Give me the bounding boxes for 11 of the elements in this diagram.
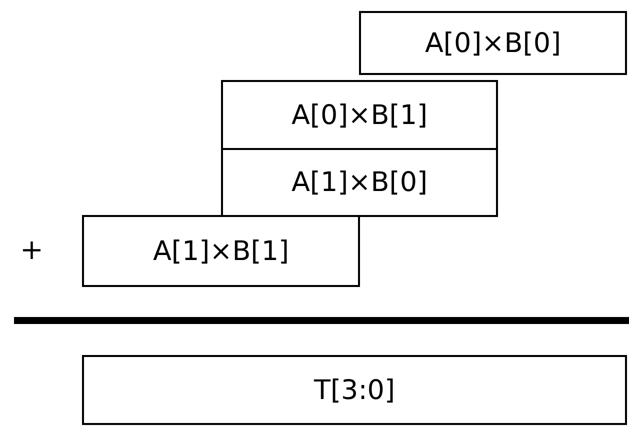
plus-sign: + — [20, 233, 44, 266]
node-text: T[3:0] — [314, 374, 395, 406]
product-box — [82, 355, 627, 425]
product-box — [221, 80, 498, 150]
product-box — [82, 215, 360, 287]
node-text: A[1]×B[0] — [291, 167, 428, 198]
node-text: A[0]×B[1] — [291, 100, 428, 130]
node-text: A[0]×B[0] — [424, 28, 562, 58]
node-text: A[1]×B[1] — [152, 236, 290, 266]
product-box — [359, 11, 627, 75]
product-box — [221, 148, 498, 217]
